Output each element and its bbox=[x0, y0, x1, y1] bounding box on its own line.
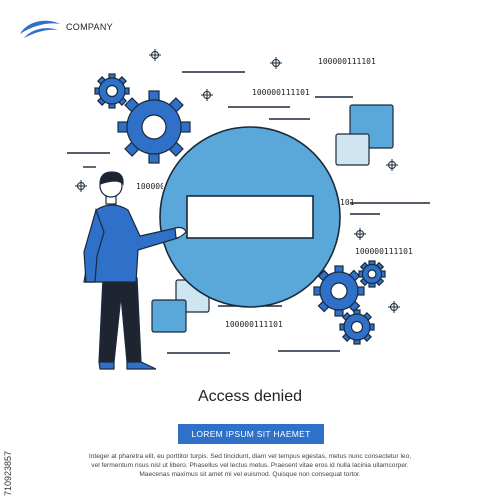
description: Integer at pharetra elit, eu porttitor t… bbox=[70, 452, 430, 479]
company-name: COMPANY bbox=[66, 22, 113, 32]
binary-label: 100000111101 bbox=[355, 247, 413, 256]
stock-id: 710923857 bbox=[3, 450, 13, 496]
decorative-lines bbox=[67, 71, 430, 354]
stock-id-strip: 710923857 bbox=[2, 380, 14, 500]
crosshair-icon bbox=[75, 49, 400, 313]
binary-label: 100000111101 bbox=[252, 88, 310, 97]
binary-label: 100000111101 bbox=[318, 57, 376, 66]
company-logo-icon bbox=[20, 20, 60, 38]
page-title: Access denied bbox=[197, 388, 303, 405]
binary-label: 100000111101 bbox=[225, 320, 283, 329]
no-entry-icon bbox=[159, 126, 341, 308]
businessman-figure bbox=[83, 171, 187, 370]
square-tiles-icon bbox=[151, 104, 394, 333]
illustration bbox=[67, 49, 430, 370]
cta-button[interactable]: LOREM IPSUM SIT HAEMET bbox=[178, 424, 324, 444]
binary-label: 100000111101 bbox=[136, 182, 163, 191]
description-line: Integer at pharetra elit, eu porttitor t… bbox=[88, 453, 412, 460]
description-line: Maecenas maximus sit amet mi vel euismod… bbox=[139, 471, 361, 478]
description-line: vel fermentum risus nisl ut libero. Phas… bbox=[91, 462, 409, 469]
binary-label: 101 bbox=[340, 198, 355, 207]
gear-icon bbox=[94, 73, 386, 345]
